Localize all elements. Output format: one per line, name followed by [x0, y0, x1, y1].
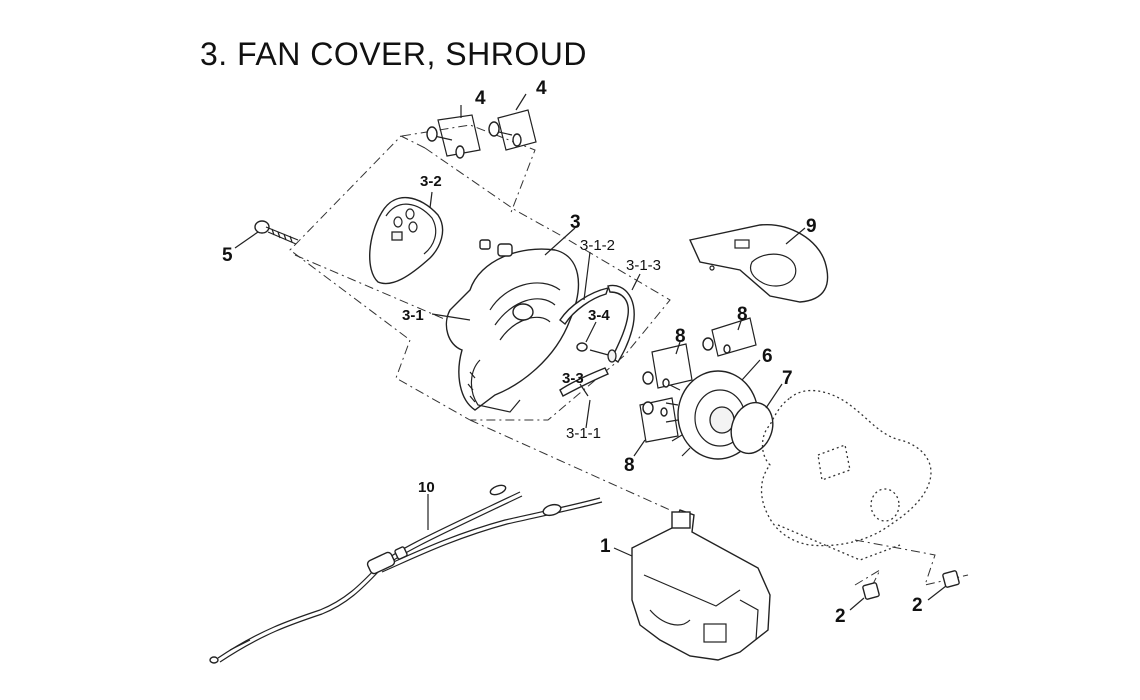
part-10-cable: [209, 484, 603, 664]
label-2-right: 2: [912, 595, 923, 616]
label-3-4: 3-4: [588, 307, 610, 324]
assembly-boundary-lines: [289, 124, 969, 591]
part-labels: 4 4 3-2 3 3-1-2 3-1-3 9 5 3-1 3-4 8 8 6 …: [222, 78, 923, 627]
diagram-title: 3. FAN COVER, SHROUD: [200, 36, 587, 72]
label-10: 10: [418, 479, 435, 496]
label-3-3: 3-3: [562, 370, 584, 387]
leader-lines: [234, 93, 947, 611]
label-1: 1: [600, 536, 611, 557]
label-2-left: 2: [835, 606, 846, 627]
label-5: 5: [222, 245, 233, 266]
label-8-upper: 8: [737, 304, 748, 325]
part-2-nut-right: [942, 570, 960, 588]
label-4-right: 4: [536, 78, 547, 99]
part-9-gasket: [689, 224, 829, 303]
engine-block-outline: [760, 389, 932, 561]
label-3-2: 3-2: [420, 173, 442, 190]
label-8-middle: 8: [675, 326, 686, 347]
part-3-fan-cover: [445, 239, 580, 413]
part-3-3-seal: [559, 367, 609, 397]
label-3-1: 3-1: [402, 307, 424, 324]
part-8-screws-upper: [702, 317, 757, 357]
label-7: 7: [782, 368, 793, 389]
label-3-1-1: 3-1-1: [566, 425, 601, 442]
part-3-1-2-seal: [559, 287, 610, 326]
part-1-shroud: [631, 509, 771, 661]
label-4-left: 4: [475, 88, 486, 109]
part-5-bolt: [254, 220, 299, 245]
label-3-1-2: 3-1-2: [580, 237, 615, 254]
part-8-screws-lower: [639, 397, 679, 443]
part-3-4-washer-bolt: [576, 342, 617, 363]
label-9: 9: [806, 216, 817, 237]
label-6: 6: [762, 346, 773, 367]
label-3-1-3: 3-1-3: [626, 257, 661, 274]
label-8-lower: 8: [624, 455, 635, 476]
part-3-2-plate: [369, 196, 444, 285]
part-4-screw-set-right: [488, 109, 537, 151]
part-2-nut-left: [862, 582, 880, 600]
part-8-screws-middle: [642, 343, 693, 389]
label-3: 3: [570, 212, 581, 233]
part-4-screw-set-left: [426, 114, 481, 159]
